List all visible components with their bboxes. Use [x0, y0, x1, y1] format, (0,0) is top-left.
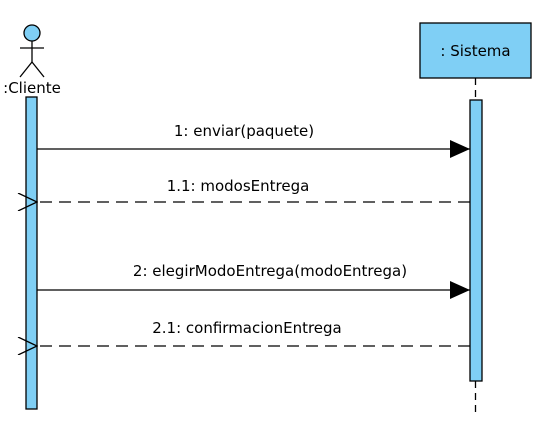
message-label: 1: enviar(paquete) — [174, 122, 314, 140]
actor-left-leg — [19, 61, 33, 78]
actor-right-leg — [31, 61, 45, 78]
message-elegir-modo-entrega: 2: elegirModoEntrega(modoEntrega) — [37, 262, 470, 299]
message-modos-entrega: 1.1: modosEntrega — [37, 177, 470, 202]
message-confirmacion-entrega: 2.1: confirmacionEntrega — [37, 319, 470, 346]
actor-cliente: :Cliente — [3, 24, 61, 97]
sistema-label: : Sistema — [440, 42, 510, 60]
message-label: 2.1: confirmacionEntrega — [152, 319, 342, 337]
actor-head — [23, 24, 41, 42]
message-label: 2: elegirModoEntrega(modoEntrega) — [133, 262, 407, 280]
message-enviar: 1: enviar(paquete) — [37, 122, 470, 158]
sistema-activation-bar — [469, 99, 483, 382]
actor-label: :Cliente — [3, 79, 61, 97]
message-label: 1.1: modosEntrega — [167, 177, 310, 195]
participant-sistema: : Sistema — [419, 22, 532, 412]
cliente-activation-bar — [25, 96, 38, 410]
sistema-box — [419, 22, 532, 79]
